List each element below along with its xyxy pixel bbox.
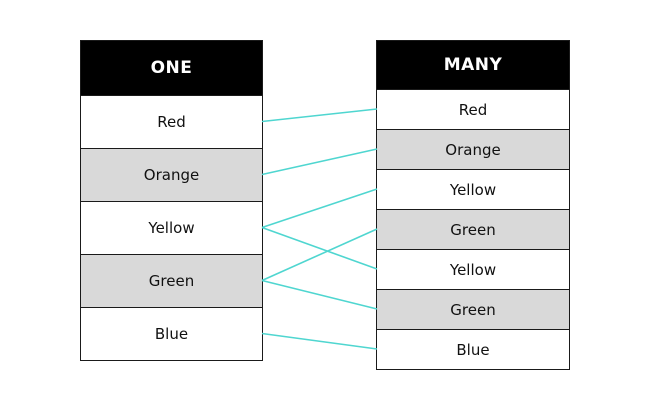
link-line [261, 188, 378, 229]
link-line [261, 148, 378, 176]
one-row: Orange [81, 148, 262, 201]
link-line [261, 228, 378, 282]
link-line [261, 279, 378, 310]
link-line [261, 332, 378, 350]
many-row: Red [377, 89, 569, 129]
many-row: Orange [377, 129, 569, 169]
many-row: Green [377, 289, 569, 329]
one-row: Red [81, 95, 262, 148]
link-line [261, 108, 378, 123]
many-row: Yellow [377, 249, 569, 289]
many-row: Blue [377, 329, 569, 369]
one-row: Green [81, 254, 262, 307]
many-table: MANY Red Orange Yellow Green Yellow Gree… [376, 40, 570, 370]
many-table-header: MANY [377, 41, 569, 89]
link-line [261, 226, 378, 270]
one-row: Yellow [81, 201, 262, 254]
one-table: ONE Red Orange Yellow Green Blue [80, 40, 263, 361]
one-row: Blue [81, 307, 262, 360]
one-table-header: ONE [81, 41, 262, 95]
many-row: Yellow [377, 169, 569, 209]
many-row: Green [377, 209, 569, 249]
